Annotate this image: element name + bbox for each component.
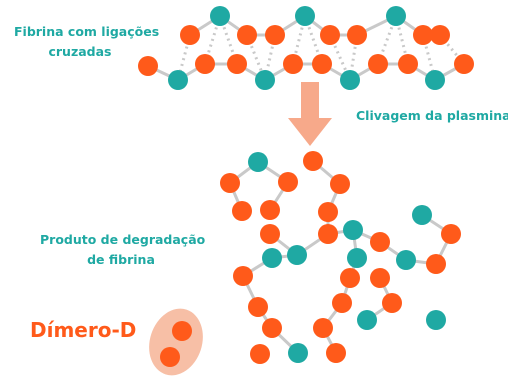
teal-node <box>295 6 315 26</box>
orange-node <box>250 344 270 364</box>
orange-node <box>318 224 338 244</box>
teal-node <box>343 220 363 240</box>
crosslink <box>328 34 352 81</box>
orange-node <box>138 56 158 76</box>
orange-node <box>160 347 180 367</box>
orange-node <box>195 54 215 74</box>
teal-node <box>396 250 416 270</box>
fdp-bond <box>352 228 437 266</box>
orange-node <box>318 202 338 222</box>
crosslinked-fibrin-label-line-2: cruzadas <box>48 44 112 59</box>
orange-node <box>398 54 418 74</box>
fibrin-upper-strand <box>189 14 440 37</box>
orange-node <box>232 201 252 221</box>
down-arrow-icon <box>288 82 332 146</box>
orange-node <box>332 293 352 313</box>
fibrin-degradation-product-label: Produto de degradação de fibrina <box>40 230 206 270</box>
crosslink <box>394 15 410 65</box>
d-dimer-illustration <box>149 308 203 376</box>
teal-node <box>287 245 307 265</box>
teal-node <box>210 6 230 26</box>
fdp-bond <box>229 160 291 211</box>
orange-node <box>454 54 474 74</box>
d-dimer-background <box>149 308 203 376</box>
teal-node <box>386 6 406 26</box>
teal-node <box>357 310 377 330</box>
plasmin-cleavage-label: Clivagem da plasmina <box>356 108 508 123</box>
orange-node <box>262 318 282 338</box>
orange-node <box>326 343 346 363</box>
orange-node <box>312 54 332 74</box>
teal-node <box>248 152 268 172</box>
fibrin-nodes <box>138 6 474 90</box>
crosslinked-fibrin-label-line-1: Fibrina com ligações <box>14 24 160 39</box>
orange-node <box>237 25 257 45</box>
orange-node <box>303 151 323 171</box>
fdp-nodes <box>220 151 461 364</box>
d-dimer-label: Dímero-D <box>30 318 137 342</box>
orange-node <box>227 54 247 74</box>
teal-node <box>340 70 360 90</box>
orange-node <box>220 173 240 193</box>
crosslinked-fibrin-label: Fibrina com ligações cruzadas <box>14 22 160 62</box>
teal-node <box>168 70 188 90</box>
teal-node <box>347 248 367 268</box>
crosslink <box>291 15 307 65</box>
orange-node <box>283 54 303 74</box>
orange-node <box>260 224 280 244</box>
teal-node <box>255 70 275 90</box>
fdp-label-line-1: Produto de degradação <box>40 232 206 247</box>
orange-node <box>370 268 390 288</box>
teal-node <box>425 70 445 90</box>
orange-node <box>340 268 360 288</box>
teal-node <box>288 343 308 363</box>
fdp-label-line-2: de fibrina <box>87 252 155 267</box>
orange-node <box>248 297 268 317</box>
orange-node <box>320 25 340 45</box>
teal-node <box>412 205 432 225</box>
teal-node <box>426 310 446 330</box>
crosslink <box>203 15 222 65</box>
orange-node <box>278 172 298 192</box>
orange-node <box>426 254 446 274</box>
orange-node <box>413 25 433 45</box>
orange-node <box>368 54 388 74</box>
orange-node <box>382 293 402 313</box>
teal-node <box>262 248 282 268</box>
orange-node <box>233 266 253 286</box>
orange-node <box>313 318 333 338</box>
orange-node <box>441 224 461 244</box>
orange-node <box>172 321 192 341</box>
crosslink <box>245 34 267 81</box>
orange-node <box>347 25 367 45</box>
orange-node <box>430 25 450 45</box>
orange-node <box>260 200 280 220</box>
orange-node <box>180 25 200 45</box>
orange-node <box>330 174 350 194</box>
orange-node <box>265 25 285 45</box>
orange-node <box>370 232 390 252</box>
